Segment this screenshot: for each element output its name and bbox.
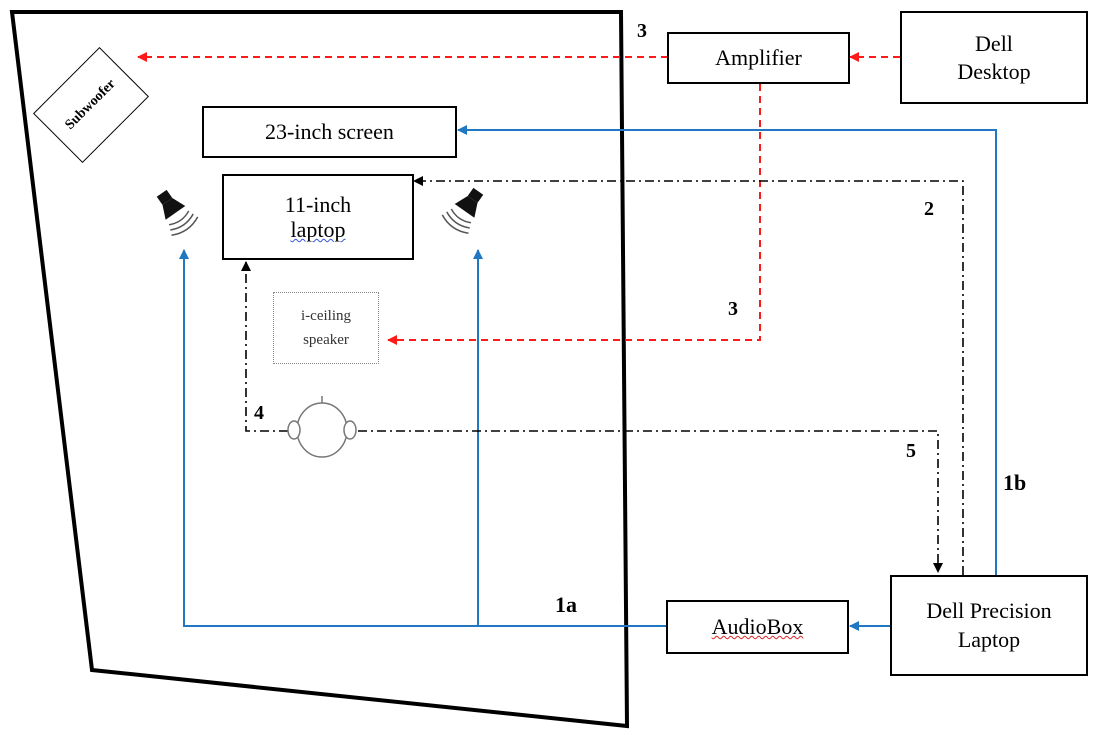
dell-desktop-label-line1: Dell bbox=[975, 31, 1013, 56]
label-1a: 1a bbox=[555, 592, 577, 617]
connection-4 bbox=[241, 261, 288, 432]
screen-23-label: 23-inch screen bbox=[265, 119, 394, 144]
ceiling-speaker-label-line2: speaker bbox=[303, 332, 349, 348]
listener-head-icon bbox=[287, 396, 357, 458]
room-outline bbox=[9, 10, 630, 729]
label-1b: 1b bbox=[1003, 470, 1027, 495]
connection-5 bbox=[358, 430, 943, 573]
amplifier-label: Amplifier bbox=[715, 45, 802, 70]
audiobox-box: AudioBox bbox=[666, 600, 849, 654]
label-3-top: 3 bbox=[637, 20, 647, 42]
amplifier-box: Amplifier bbox=[667, 32, 850, 84]
dell-precision-label-line1: Dell Precision bbox=[926, 597, 1052, 623]
speaker-right-icon bbox=[441, 187, 484, 234]
dell-precision-box: Dell Precision Laptop bbox=[890, 575, 1088, 676]
label-4: 4 bbox=[254, 402, 264, 424]
dell-desktop-box: Dell Desktop bbox=[900, 11, 1088, 104]
label-5: 5 bbox=[906, 440, 916, 462]
label-2: 2 bbox=[924, 198, 934, 220]
screen-23-box: 23-inch screen bbox=[202, 106, 457, 158]
dell-precision-label-line2: Laptop bbox=[957, 626, 1021, 652]
speaker-left-icon bbox=[156, 189, 199, 236]
ceiling-speaker-box: i-ceiling speaker bbox=[273, 292, 379, 364]
audiobox-label: AudioBox bbox=[711, 614, 804, 639]
connection-2 bbox=[413, 176, 964, 575]
laptop-11-box: 11-inch laptop bbox=[222, 174, 414, 260]
connection-1a bbox=[179, 249, 666, 627]
subwoofer-label: Subwoofer bbox=[62, 76, 119, 133]
ceiling-speaker-label-line1: i-ceiling bbox=[301, 308, 351, 324]
laptop-11-label-line1: 11-inch bbox=[284, 191, 352, 217]
laptop-11-label-line2: laptop bbox=[290, 217, 346, 242]
connection-1b bbox=[457, 125, 997, 575]
label-3-mid: 3 bbox=[728, 298, 738, 320]
connection-3-ceiling bbox=[387, 84, 761, 345]
dell-desktop-label-line2: Desktop bbox=[957, 58, 1031, 84]
